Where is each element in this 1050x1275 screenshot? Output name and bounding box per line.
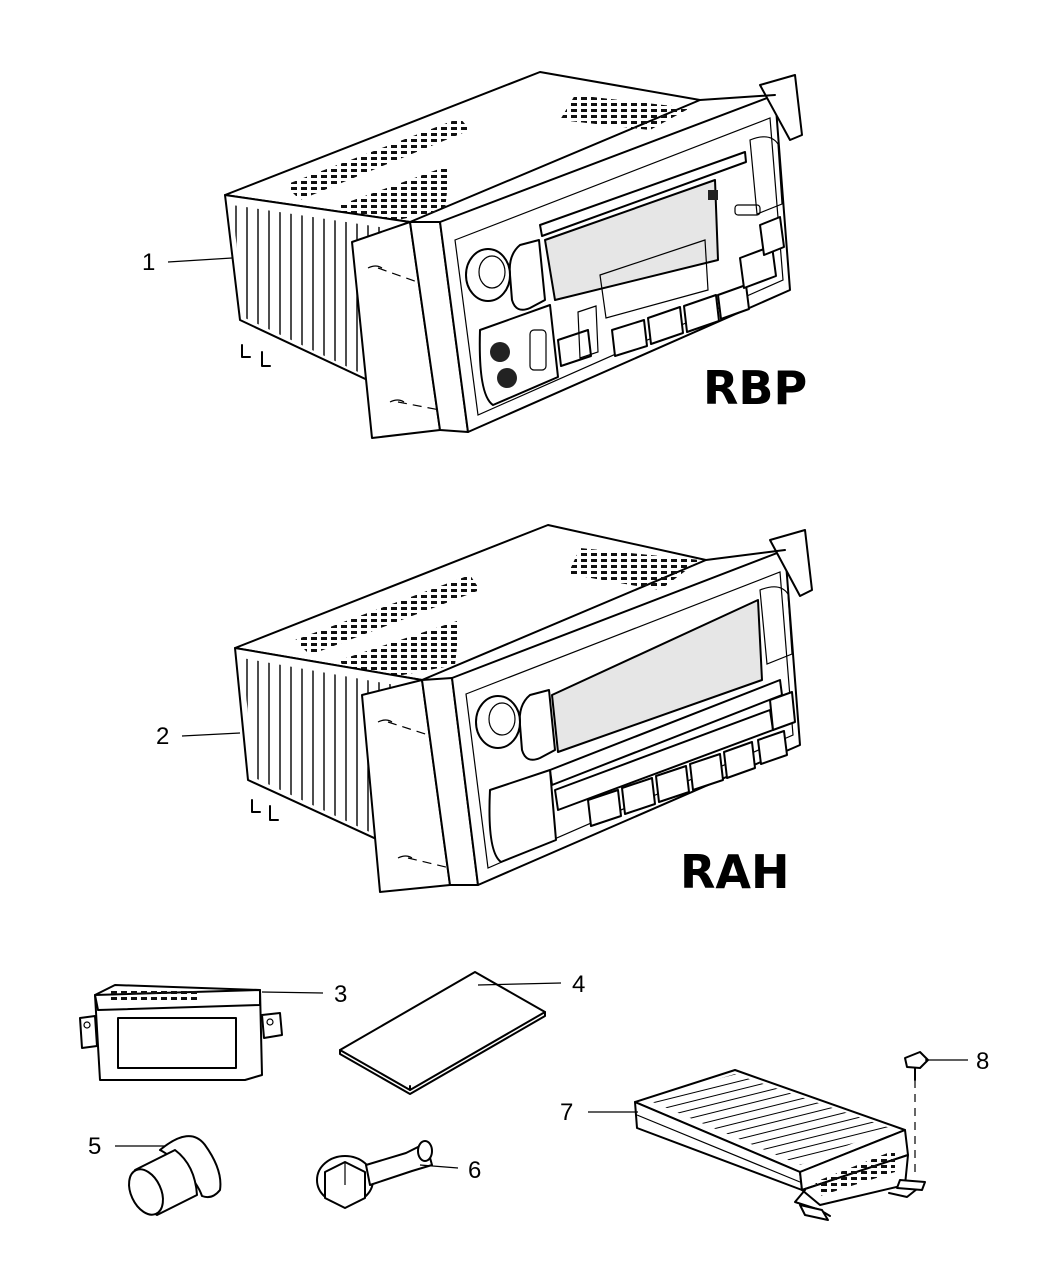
part-7-amplifier <box>634 1069 926 1221</box>
variant-label-rah: RAH <box>680 845 790 899</box>
part-6-bolt <box>316 1140 433 1209</box>
callout-7: 7 <box>560 1099 573 1126</box>
callout-3: 3 <box>334 981 347 1008</box>
callout-4: 4 <box>572 971 585 998</box>
radio-rbp <box>224 71 803 439</box>
leader-lines <box>115 257 968 1169</box>
part-5-fastener <box>128 1135 222 1216</box>
variant-label-rbp: RBP <box>703 361 807 415</box>
radio-rah <box>234 524 813 893</box>
callout-1: 1 <box>142 249 155 276</box>
callout-6: 6 <box>468 1157 481 1184</box>
part-8-screw <box>904 1051 929 1178</box>
callout-5: 5 <box>88 1133 101 1160</box>
callout-2: 2 <box>156 723 169 750</box>
part-4-sheet <box>339 971 546 1095</box>
callout-8: 8 <box>976 1048 989 1075</box>
part-3-module <box>79 984 283 1081</box>
